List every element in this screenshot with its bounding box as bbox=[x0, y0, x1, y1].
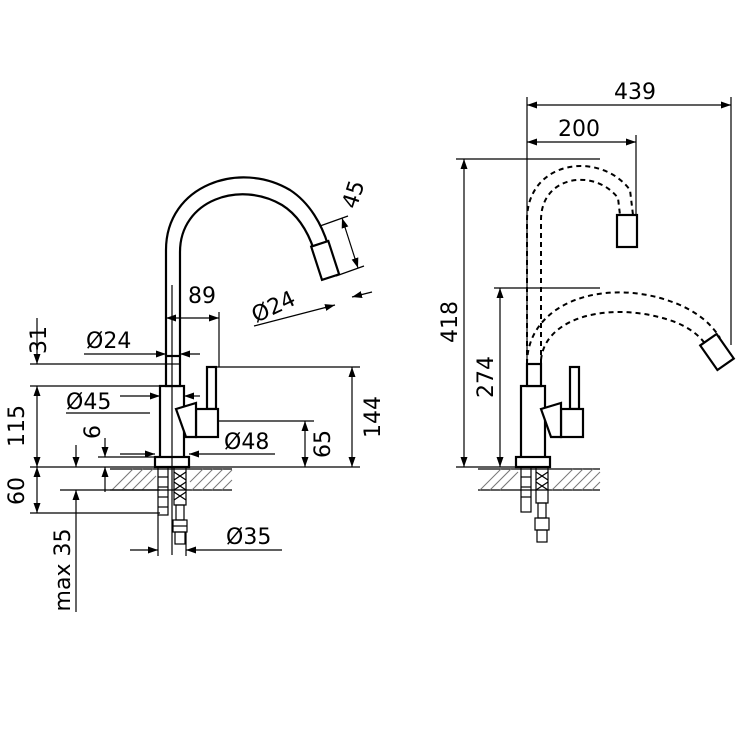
dim-d24-spout-label: Ø24 bbox=[248, 287, 300, 329]
dim-d35-label: Ø35 bbox=[226, 525, 271, 550]
faucet-body-side bbox=[514, 362, 585, 469]
dim-418-label: 418 bbox=[438, 301, 463, 343]
dim-max35: max 35 bbox=[51, 445, 160, 612]
dim-31: 31 bbox=[27, 318, 166, 365]
mounting-hardware-side bbox=[520, 466, 550, 543]
dim-89: 89 bbox=[166, 284, 220, 367]
dim-60-label: 60 bbox=[5, 477, 30, 505]
dim-89-label: 89 bbox=[188, 284, 216, 309]
dim-31-label: 31 bbox=[27, 326, 52, 354]
front-view: 31 115 60 max 35 6 bbox=[5, 176, 386, 612]
dim-d24-body-label: Ø24 bbox=[86, 329, 131, 354]
dim-60: 60 bbox=[5, 467, 160, 514]
dim-d45-label: Ø45 bbox=[66, 390, 111, 415]
dim-439: 439 bbox=[526, 80, 732, 364]
dim-274: 274 bbox=[474, 287, 600, 467]
dim-200: 200 bbox=[527, 117, 637, 214]
dim-d48: Ø48 bbox=[120, 430, 275, 458]
dim-65: 65 bbox=[218, 420, 336, 467]
dim-144-label: 144 bbox=[361, 396, 386, 438]
spout-low-position bbox=[526, 291, 736, 372]
dim-115-label: 115 bbox=[5, 405, 30, 447]
countertop-front bbox=[110, 468, 233, 491]
dim-65-label: 65 bbox=[311, 430, 336, 458]
dim-d35: Ø35 bbox=[130, 515, 282, 556]
dim-115: 115 bbox=[5, 385, 160, 468]
side-view: 439 200 418 274 bbox=[438, 80, 736, 543]
dim-max35-label: max 35 bbox=[51, 529, 76, 612]
dim-d24-body: Ø24 bbox=[84, 329, 200, 358]
dim-d45: Ø45 bbox=[66, 390, 200, 415]
dim-274-label: 274 bbox=[474, 356, 499, 398]
dim-6: 6 bbox=[81, 425, 155, 492]
mounting-hardware-front bbox=[157, 466, 188, 545]
dim-d24-spout: Ø24 bbox=[248, 287, 373, 329]
dim-200-label: 200 bbox=[558, 117, 600, 142]
dim-144: 144 bbox=[189, 366, 386, 468]
dim-45-label: 45 bbox=[338, 177, 370, 211]
dim-418: 418 bbox=[438, 158, 600, 468]
countertop-side bbox=[478, 468, 601, 491]
spout-high-position bbox=[526, 165, 639, 364]
dim-d48-label: Ø48 bbox=[224, 430, 269, 455]
dim-6-label: 6 bbox=[81, 425, 106, 439]
dim-439-label: 439 bbox=[614, 80, 656, 105]
lever-handle-front bbox=[174, 365, 220, 439]
